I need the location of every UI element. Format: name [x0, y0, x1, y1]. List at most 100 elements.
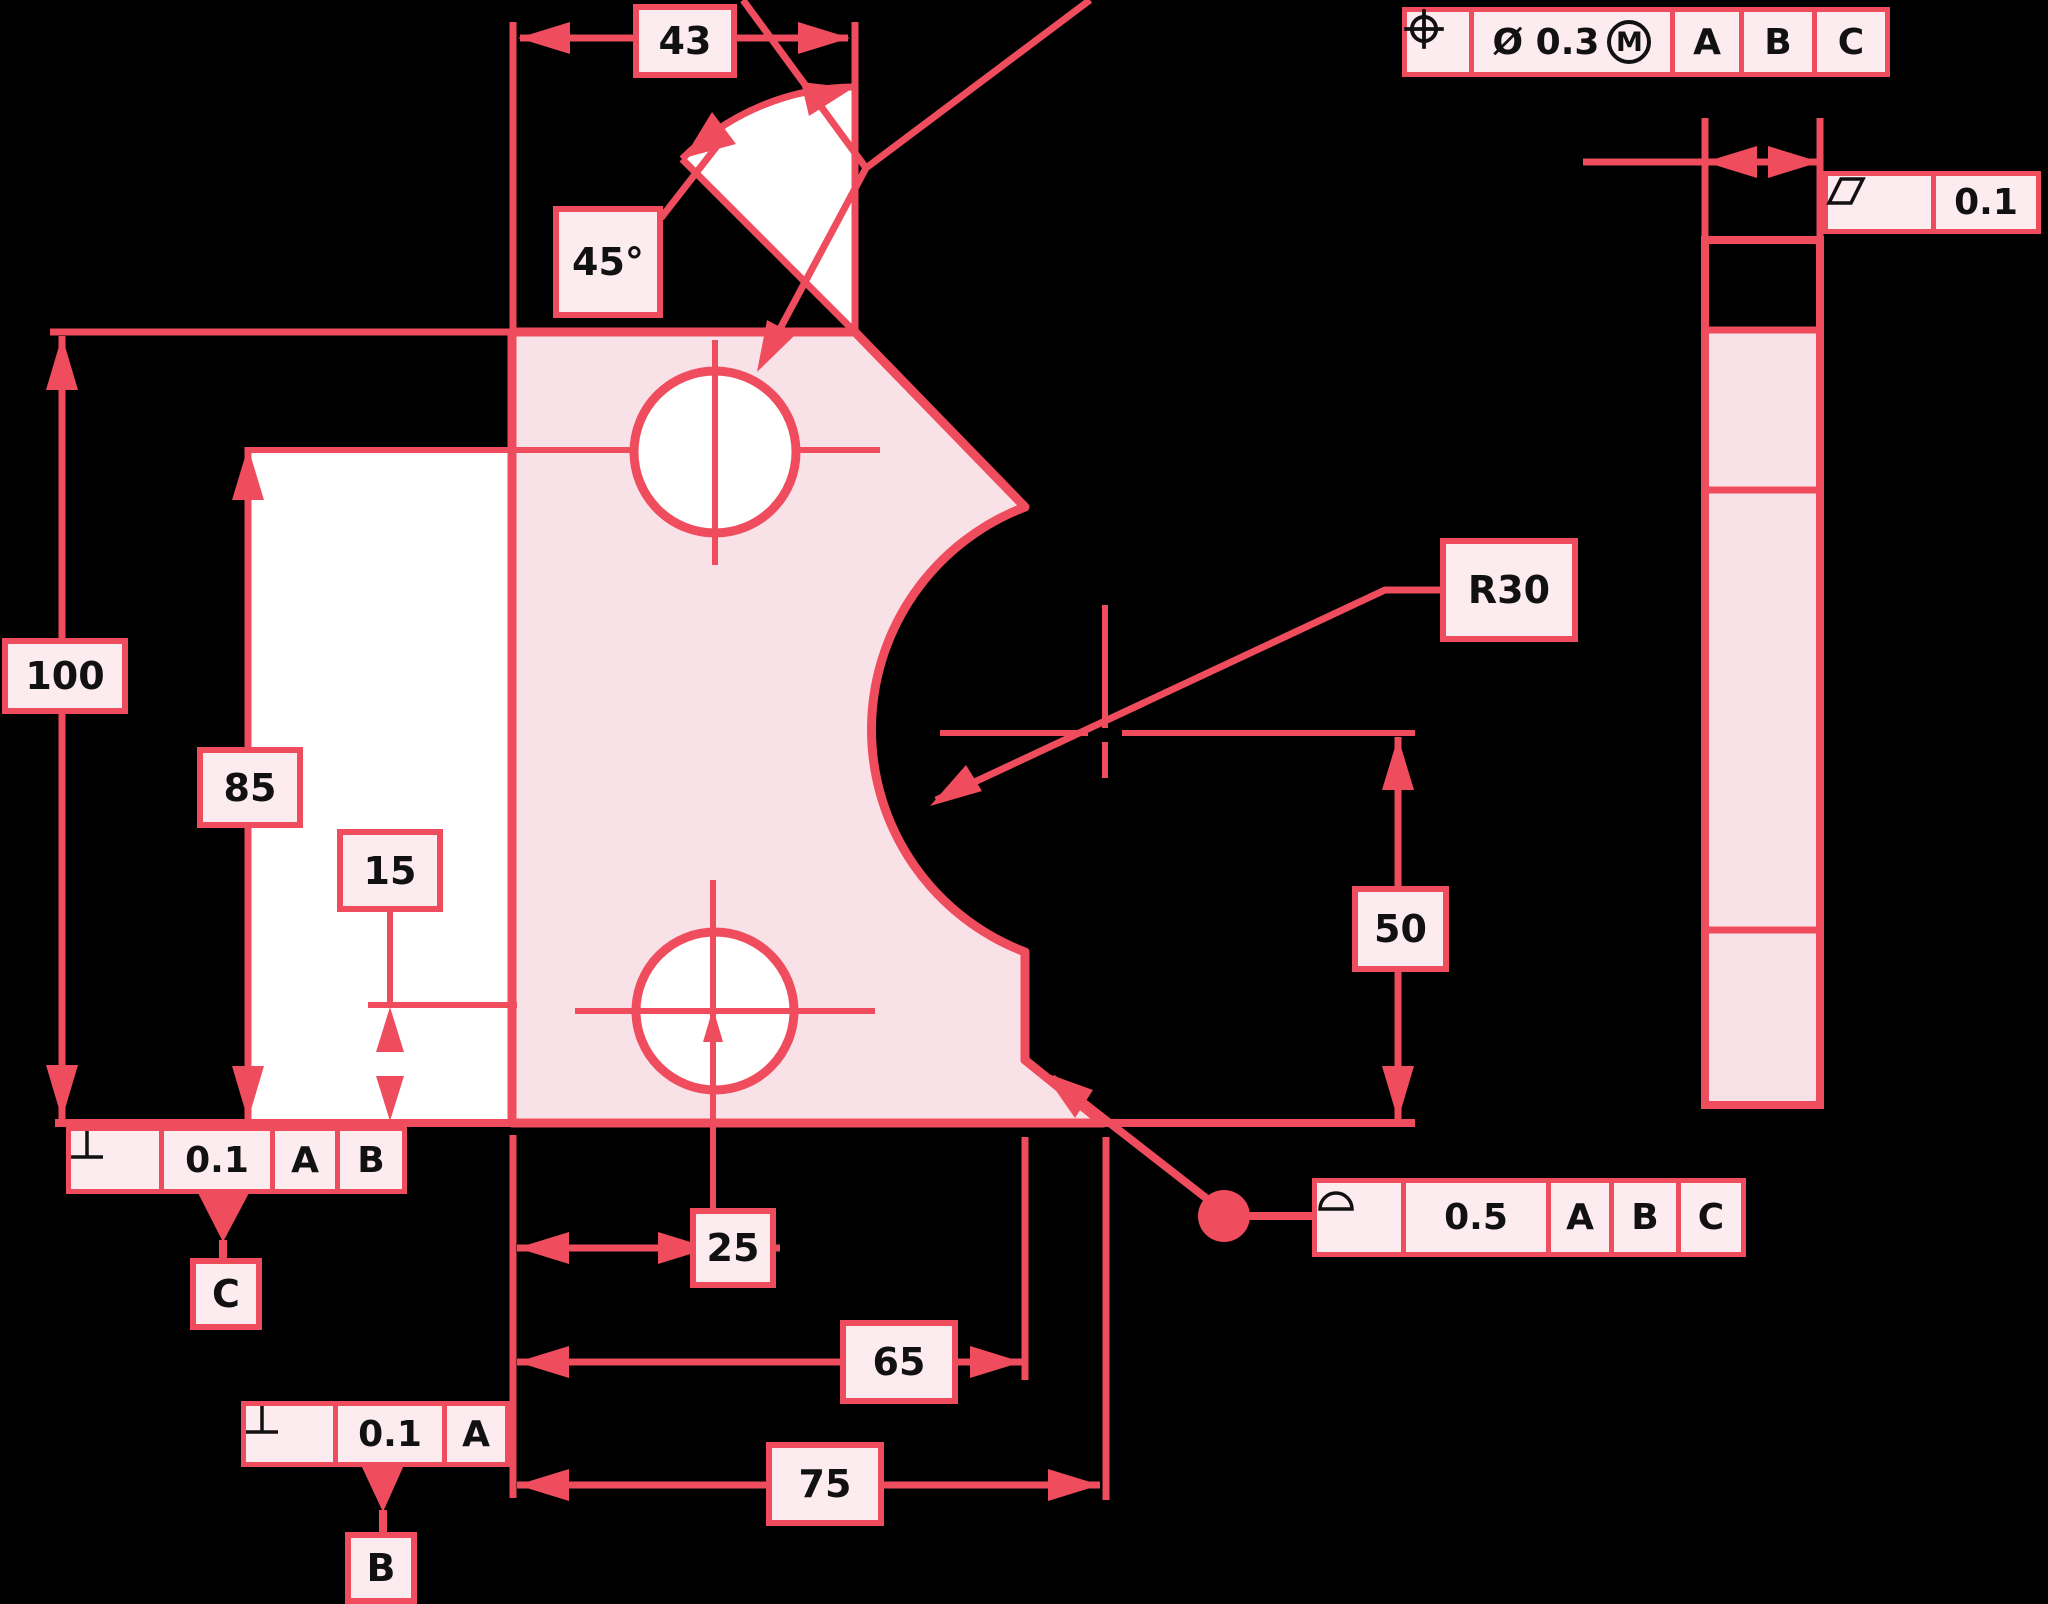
position-datum-a: A: [1675, 12, 1739, 72]
arrow-15-up: [376, 1007, 404, 1052]
dim-65-text: 65: [872, 1340, 926, 1384]
profile-leader-dot: [1198, 1190, 1250, 1242]
side-view: [1701, 236, 1824, 1109]
arrow-50-top: [1382, 737, 1414, 790]
dim-15-text: 15: [363, 848, 417, 893]
angle-arc-arrow-top: [801, 82, 853, 116]
perpendicularity-icon: [246, 1406, 278, 1434]
position-tolerance-cell: Ø 0.3 M: [1474, 12, 1670, 72]
datum-b-flag-text: B: [366, 1546, 396, 1590]
perpendicularity-cell-2: [246, 1406, 333, 1462]
dim-50-text: 50: [1374, 907, 1427, 951]
fcf-perpendicularity-base: 0.1 A B: [66, 1126, 407, 1194]
angle-arc-arrow-bottom: [684, 112, 736, 158]
dim-25-label: 25: [690, 1208, 776, 1288]
profile-leader-arrow: [1043, 1072, 1093, 1118]
dim-r30-text: R30: [1467, 568, 1551, 612]
datum-b-flag-label: B: [345, 1532, 417, 1604]
position-icon: [1404, 9, 1444, 49]
mmc-letter: M: [1616, 26, 1643, 58]
arrow-100-top: [46, 336, 78, 390]
perpendicularity-icon: [71, 1131, 103, 1159]
flatness-tolerance-cell: 0.1: [1936, 176, 2036, 229]
flatness-cell: [1826, 176, 1931, 229]
datum-b-triangle: [361, 1465, 404, 1512]
datum-c-flag-text: C: [212, 1272, 240, 1316]
dim-100-text: 100: [25, 654, 105, 698]
flatness-icon: [1826, 177, 1866, 205]
profile-datum-c: C: [1681, 1183, 1741, 1252]
arrow-85-top: [232, 447, 264, 500]
datum-a-text: A: [462, 1413, 490, 1455]
arrow-75-right: [1048, 1469, 1100, 1501]
perp-left-tolerance-cell: 0.1: [338, 1406, 442, 1462]
dim-43-text: 43: [658, 19, 712, 63]
position-cell: [1404, 9, 1469, 72]
perp-base-tolerance-cell: 0.1: [164, 1131, 270, 1189]
fcf-profile: 0.5 A B C: [1312, 1178, 1746, 1257]
perp-base-datum-a: A: [275, 1131, 335, 1189]
position-datum-c: C: [1817, 12, 1885, 72]
arrow-65-left: [517, 1346, 569, 1378]
mmc-modifier-icon: M: [1607, 20, 1652, 64]
datum-c-flag-label: C: [190, 1258, 262, 1330]
arrow-side-right: [1768, 146, 1820, 178]
dim-43-label: 43: [633, 4, 737, 78]
arrow-43-right: [798, 22, 850, 54]
arrow-75-left: [517, 1469, 569, 1501]
arrow-50-bottom: [1382, 1066, 1414, 1120]
r30-leader: [934, 586, 1442, 804]
arrow-25-right: [658, 1232, 710, 1264]
dim-75-text: 75: [798, 1462, 852, 1506]
dim-100-label: 100: [2, 638, 128, 714]
perp-left-value: 0.1: [358, 1413, 422, 1455]
datum-a-text: A: [291, 1139, 319, 1181]
arrow-100-bottom: [46, 1065, 78, 1119]
profile-datum-a: A: [1551, 1183, 1609, 1252]
datum-a-text: A: [1566, 1197, 1594, 1238]
arrow-15-down: [376, 1076, 404, 1121]
dim-25-text: 25: [706, 1226, 760, 1270]
profile-tolerance-cell: 0.5: [1406, 1183, 1546, 1252]
chamfer-extension-line: [679, 156, 858, 335]
arrow-65-right: [970, 1346, 1022, 1378]
fcf-position: Ø 0.3 M A B C: [1402, 7, 1890, 77]
dim-65-label: 65: [840, 1320, 958, 1404]
fcf-perpendicularity-left: 0.1 A: [241, 1401, 510, 1467]
datum-c-text: C: [1837, 21, 1865, 63]
position-leader-arrow: [757, 320, 795, 372]
arrow-85-bottom: [232, 1066, 264, 1120]
datum-c-triangle: [198, 1193, 249, 1242]
perp-base-value: 0.1: [185, 1139, 249, 1181]
profile-datum-b: B: [1614, 1183, 1676, 1252]
position-leader-shaft: [762, 166, 870, 357]
position-tolerance-value: Ø 0.3: [1492, 21, 1600, 63]
datum-b-text: B: [1631, 1197, 1659, 1238]
part-outline: [507, 327, 1108, 1128]
datum-b-text: B: [357, 1139, 385, 1181]
side-view-top-band: [1709, 244, 1816, 328]
position-datum-b: B: [1744, 12, 1812, 72]
arrow-side-left: [1705, 146, 1757, 178]
arrow-43-left: [518, 22, 570, 54]
perp-left-datum-a: A: [447, 1406, 505, 1462]
arrow-25-left: [517, 1232, 569, 1264]
perpendicularity-cell: [71, 1131, 159, 1189]
profile-of-surface-icon: [1318, 1191, 1354, 1211]
dim-45-label: 45°: [553, 206, 663, 318]
flatness-value: 0.1: [1954, 182, 2018, 223]
dim-15-label: 15: [337, 829, 443, 912]
angle-leader: [658, 143, 720, 221]
datum-a-text: A: [1693, 21, 1721, 63]
profile-cell: [1317, 1183, 1401, 1252]
fcf-flatness: 0.1: [1823, 171, 2041, 234]
r30-arrow: [930, 765, 982, 806]
arrow-hole-center: [703, 1008, 723, 1042]
dim-85-label: 85: [197, 747, 303, 828]
dim-85-text: 85: [223, 765, 277, 810]
dim-r30-label: R30: [1440, 538, 1578, 642]
dim-75-label: 75: [766, 1442, 884, 1526]
datum-c-text: C: [1697, 1197, 1725, 1238]
